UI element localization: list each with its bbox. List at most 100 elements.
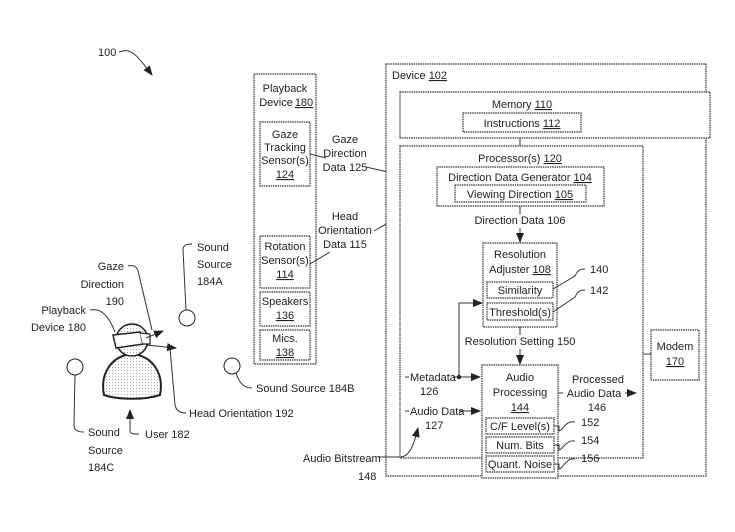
modem-box: [650, 329, 700, 381]
head-data-line2: Orientation: [318, 225, 372, 237]
head-data-line1: Head: [332, 211, 358, 223]
sound-source-b-label: Sound Source 184B: [256, 383, 354, 395]
modem-ref: 170: [666, 356, 684, 368]
processor-label: Processor(s) 120: [478, 153, 562, 165]
sound-source-c-line3: 184C: [88, 462, 114, 474]
similarity-box: [486, 281, 554, 299]
processed-audio-line2: Audio Data: [567, 388, 622, 400]
device-label: Device 102: [392, 70, 447, 82]
gaze-direction-line2: Direction: [81, 279, 124, 291]
gaze-sensor-ref: 124: [276, 169, 294, 181]
sound-source-a-line2: Source: [197, 259, 232, 271]
speakers-ref: 136: [276, 310, 294, 322]
rotation-sensor-line1: Rotation: [265, 241, 306, 253]
sound-source-a-icon: [178, 309, 196, 327]
quant-noise-leader: [554, 458, 576, 470]
mics-box: [259, 329, 311, 361]
instructions-box: [462, 112, 582, 133]
sound-source-c-line2: Source: [88, 445, 123, 457]
sound-source-c-line1: Sound: [88, 427, 120, 439]
cf-ref: 152: [581, 417, 599, 429]
num-bits-ref: 154: [581, 435, 599, 447]
mics-ref: 138: [276, 347, 294, 359]
rotation-sensor-ref: 114: [276, 269, 294, 281]
head-orientation-label: Head Orientation 192: [189, 408, 294, 420]
gaze-sensor-line1: Gaze: [272, 129, 298, 141]
num-bits-label: Num. Bits: [496, 440, 544, 452]
processed-audio-line1: Processed: [572, 374, 624, 386]
gaze-direction-line3: 190: [106, 296, 124, 308]
playback-device-ref: 180: [295, 97, 313, 109]
playback-device-title2: Device: [259, 97, 293, 109]
res-adj-line1: Resolution: [494, 249, 546, 261]
memory-label: Memory 110: [492, 99, 552, 111]
processed-audio-ref: 146: [588, 402, 606, 414]
gaze-sensor-line2: Tracking: [264, 142, 306, 154]
audio-data-label: Audio Data: [410, 406, 465, 418]
head-orientation-arrow: [145, 343, 177, 352]
rotation-sensor-line2: Sensor(s): [261, 255, 309, 267]
gaze-tracking-sensor-box: [259, 121, 311, 187]
metadata-ref: 126: [420, 386, 438, 398]
direction-data-label: Direction Data 106: [474, 215, 565, 227]
cf-levels-label: C/F Level(s): [490, 421, 550, 433]
gaze-data-line2: Direction: [323, 148, 366, 160]
audio-bitstream-line2: 148: [358, 471, 376, 483]
cf-leader: [554, 421, 576, 432]
sound-source-a-line1: Sound: [197, 242, 229, 254]
num-bits-leader: [554, 440, 576, 451]
sound-source-c-leader: [73, 374, 85, 433]
sound-source-a-leader: [182, 243, 193, 311]
user-label: User 182: [145, 429, 190, 441]
metadata-label: Metadata: [410, 372, 457, 384]
ddg-label: Direction Data Generator 104: [448, 172, 592, 184]
modem-label: Modem: [657, 341, 694, 353]
viewing-direction-label: Viewing Direction 105: [467, 189, 573, 201]
metadata-to-adjuster-arrow: [458, 299, 483, 377]
rotation-sensor-box: [259, 235, 311, 289]
gaze-data-line1: Gaze: [332, 134, 358, 146]
similarity-label: Similarity: [498, 285, 543, 297]
sound-source-c-icon: [66, 358, 84, 376]
audio-bitstream-arrow: [378, 427, 420, 458]
head-orientation-leader: [169, 347, 187, 414]
similarity-leader: [552, 268, 586, 290]
playback-device-scene-line1: Playback: [41, 305, 86, 317]
sound-source-b-leader: [235, 372, 253, 389]
speakers-box: [259, 291, 311, 327]
playback-device-scene-line2: Device 180: [31, 322, 86, 334]
quant-noise-label: Quant. Noise: [488, 459, 552, 471]
audio-proc-line1: Audio: [506, 372, 534, 384]
user-leader: [129, 430, 140, 435]
sound-source-b-icon: [223, 357, 241, 375]
gaze-sensor-line3: Sensor(s): [261, 155, 309, 167]
gaze-direction-arrow: [145, 330, 164, 339]
rotation-sensor-connector: [309, 251, 331, 265]
viewing-direction-box: [454, 184, 587, 203]
gaze-direction-leader: [127, 265, 153, 331]
gaze-direction-line1: Gaze: [98, 261, 124, 273]
head-data-line3: Data 115: [323, 239, 367, 251]
similarity-ref: 140: [590, 264, 608, 276]
quant-noise-ref: 156: [581, 453, 599, 465]
audio-data-ref: 127: [425, 420, 443, 432]
threshold-label: Threshold(s): [489, 307, 551, 319]
figure-ref: 100: [98, 47, 116, 59]
resolution-setting-label: Resolution Setting 150: [465, 336, 576, 348]
playback-device-leader: [89, 309, 116, 333]
sound-source-a-line3: 184A: [197, 276, 223, 288]
threshold-ref: 142: [590, 285, 608, 297]
res-adj-line2: Adjuster 108: [489, 264, 551, 276]
playback-device-title: Playback: [263, 83, 308, 95]
gaze-data-line3: Data 125: [323, 162, 368, 174]
audio-proc-ref: 144: [511, 402, 529, 414]
audio-proc-line2: Processing: [493, 387, 547, 399]
instructions-label: Instructions 112: [484, 118, 561, 130]
user-figure: [102, 323, 162, 400]
audio-bitstream-line1: Audio Bitstream: [303, 453, 381, 465]
mics-label: Mics.: [272, 333, 298, 345]
figure-ref-arrow: [118, 50, 153, 76]
threshold-leader: [552, 289, 586, 313]
gaze-sensor-connector: [309, 153, 327, 159]
